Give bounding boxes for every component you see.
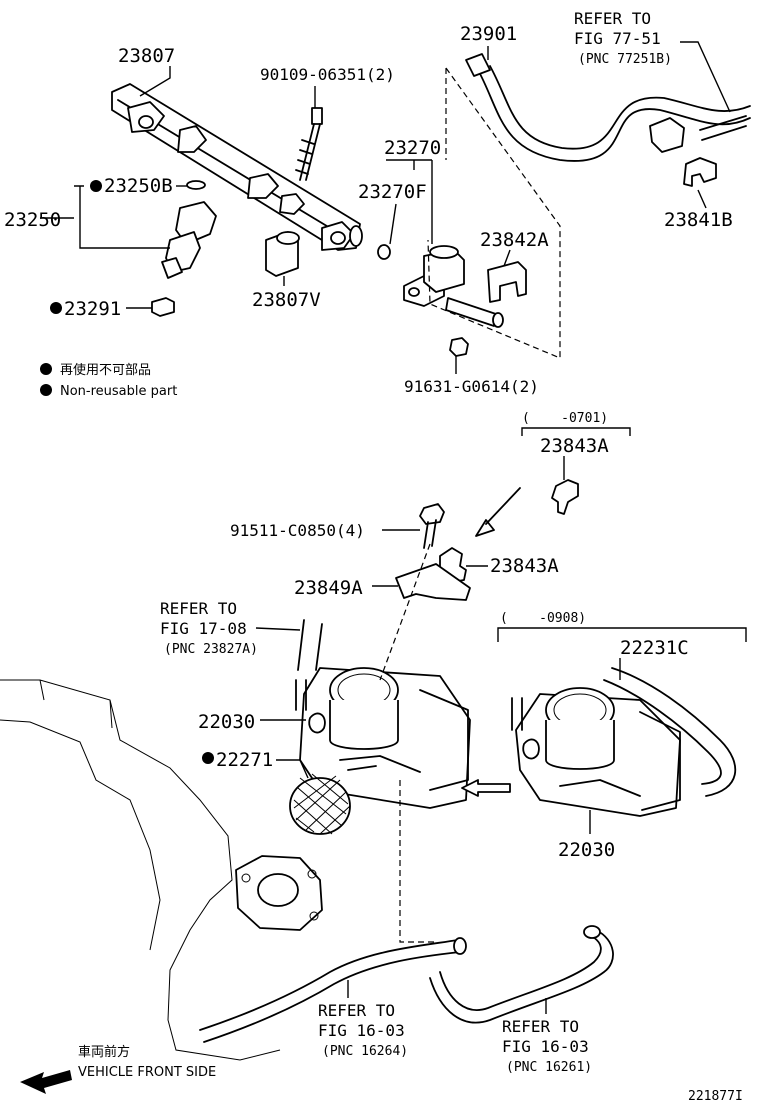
label-23270: 23270 — [384, 137, 441, 159]
throttle-body-22030-left — [295, 667, 471, 809]
pipe-77-51 — [699, 115, 747, 141]
non-reusable-marker-22271 — [202, 752, 214, 764]
hose-22231c — [603, 667, 737, 797]
clip-23841b — [683, 157, 717, 187]
bolt-91631 — [449, 337, 469, 357]
gasket-22271 — [289, 773, 351, 835]
refer-16-03a-line1: REFER TO — [318, 1001, 395, 1020]
label-22030-left: 22030 — [198, 711, 255, 733]
label-23843a-mid: 23843A — [490, 555, 559, 577]
refer-77-51-line3: (PNC 77251B) — [578, 52, 672, 67]
clip-23843a-top — [551, 479, 579, 515]
label-23807v: 23807V — [252, 289, 321, 311]
o-ring-23250b — [186, 180, 206, 190]
label-23250b: 23250B — [104, 175, 173, 197]
o-ring-23270f — [377, 244, 391, 260]
legend-marker-jp — [40, 363, 52, 375]
refer-77-51-line2: FIG 77-51 — [574, 29, 661, 48]
insulator-23291 — [151, 297, 175, 317]
label-91511: 91511-C0850(4) — [230, 521, 365, 540]
refer-16-03b-line3: (PNC 16261) — [506, 1060, 592, 1075]
refer-17-08-line1: REFER TO — [160, 599, 237, 618]
hose-17-08 — [297, 619, 323, 671]
label-23291: 23291 — [64, 298, 121, 320]
hose-16-03-right — [429, 925, 614, 1024]
intake-manifold — [0, 679, 323, 1061]
refer-16-03a-line3: (PNC 16264) — [322, 1044, 408, 1059]
direction-arrow — [475, 487, 521, 537]
spacer-23807v — [265, 231, 300, 277]
label-90109: 90109-06351(2) — [260, 65, 395, 84]
non-reusable-marker-23250b — [90, 180, 102, 192]
clamp-23842a — [487, 261, 527, 303]
refer-16-03b-line1: REFER TO — [502, 1017, 579, 1036]
refer-16-03a-line2: FIG 16-03 — [318, 1021, 405, 1040]
pressure-regulator-23270 — [403, 245, 504, 328]
legend-text-en: Non-reusable part — [60, 384, 177, 399]
label-23901: 23901 — [460, 23, 517, 45]
refer-17-08-line3: (PNC 23827A) — [164, 642, 258, 657]
front-text-en: VEHICLE FRONT SIDE — [78, 1065, 216, 1080]
label-23842a: 23842A — [480, 229, 549, 251]
regulator-group-outline — [427, 67, 561, 359]
throttle-body-22030-right — [511, 687, 681, 817]
bracket-23849a — [395, 563, 471, 601]
non-reusable-marker-23291 — [50, 302, 62, 314]
hose-16-03-left — [199, 937, 467, 1043]
refer-77-51-line1: REFER TO — [574, 9, 651, 28]
refer-16-03b-line2: FIG 16-03 — [502, 1037, 589, 1056]
range-0908: ( -0908) — [500, 611, 586, 626]
label-22271: 22271 — [216, 749, 273, 771]
bolt-91511 — [419, 503, 445, 549]
injector-23250 — [161, 201, 217, 279]
label-22231c: 22231C — [620, 637, 689, 659]
label-23841b: 23841B — [664, 209, 733, 231]
range-0701: ( -0701) — [522, 411, 608, 426]
front-text-jp: 車両前方 — [78, 1044, 130, 1060]
label-91631: 91631-G0614(2) — [404, 377, 539, 396]
label-23807: 23807 — [118, 45, 175, 67]
hose-alignment-line — [399, 780, 438, 943]
left-arrow — [461, 779, 511, 797]
leader-lines — [40, 41, 747, 1014]
refer-17-08-line2: FIG 17-08 — [160, 619, 247, 638]
label-23270f: 23270F — [358, 181, 427, 203]
bolt-alignment-line — [379, 543, 431, 681]
diagram-id: 221877I — [688, 1089, 743, 1104]
label-23843a-top: 23843A — [540, 435, 609, 457]
label-23849a: 23849A — [294, 577, 363, 599]
fuel-hose-23901 — [465, 53, 751, 162]
label-22030-right: 22030 — [558, 839, 615, 861]
legend-marker-en — [40, 384, 52, 396]
fuel-rail-23807 — [111, 83, 363, 251]
label-23250: 23250 — [4, 209, 61, 231]
bolt-90109 — [295, 107, 323, 181]
vehicle-front-arrow-icon — [20, 1070, 72, 1094]
legend-text-jp: 再使用不可部品 — [60, 362, 151, 378]
